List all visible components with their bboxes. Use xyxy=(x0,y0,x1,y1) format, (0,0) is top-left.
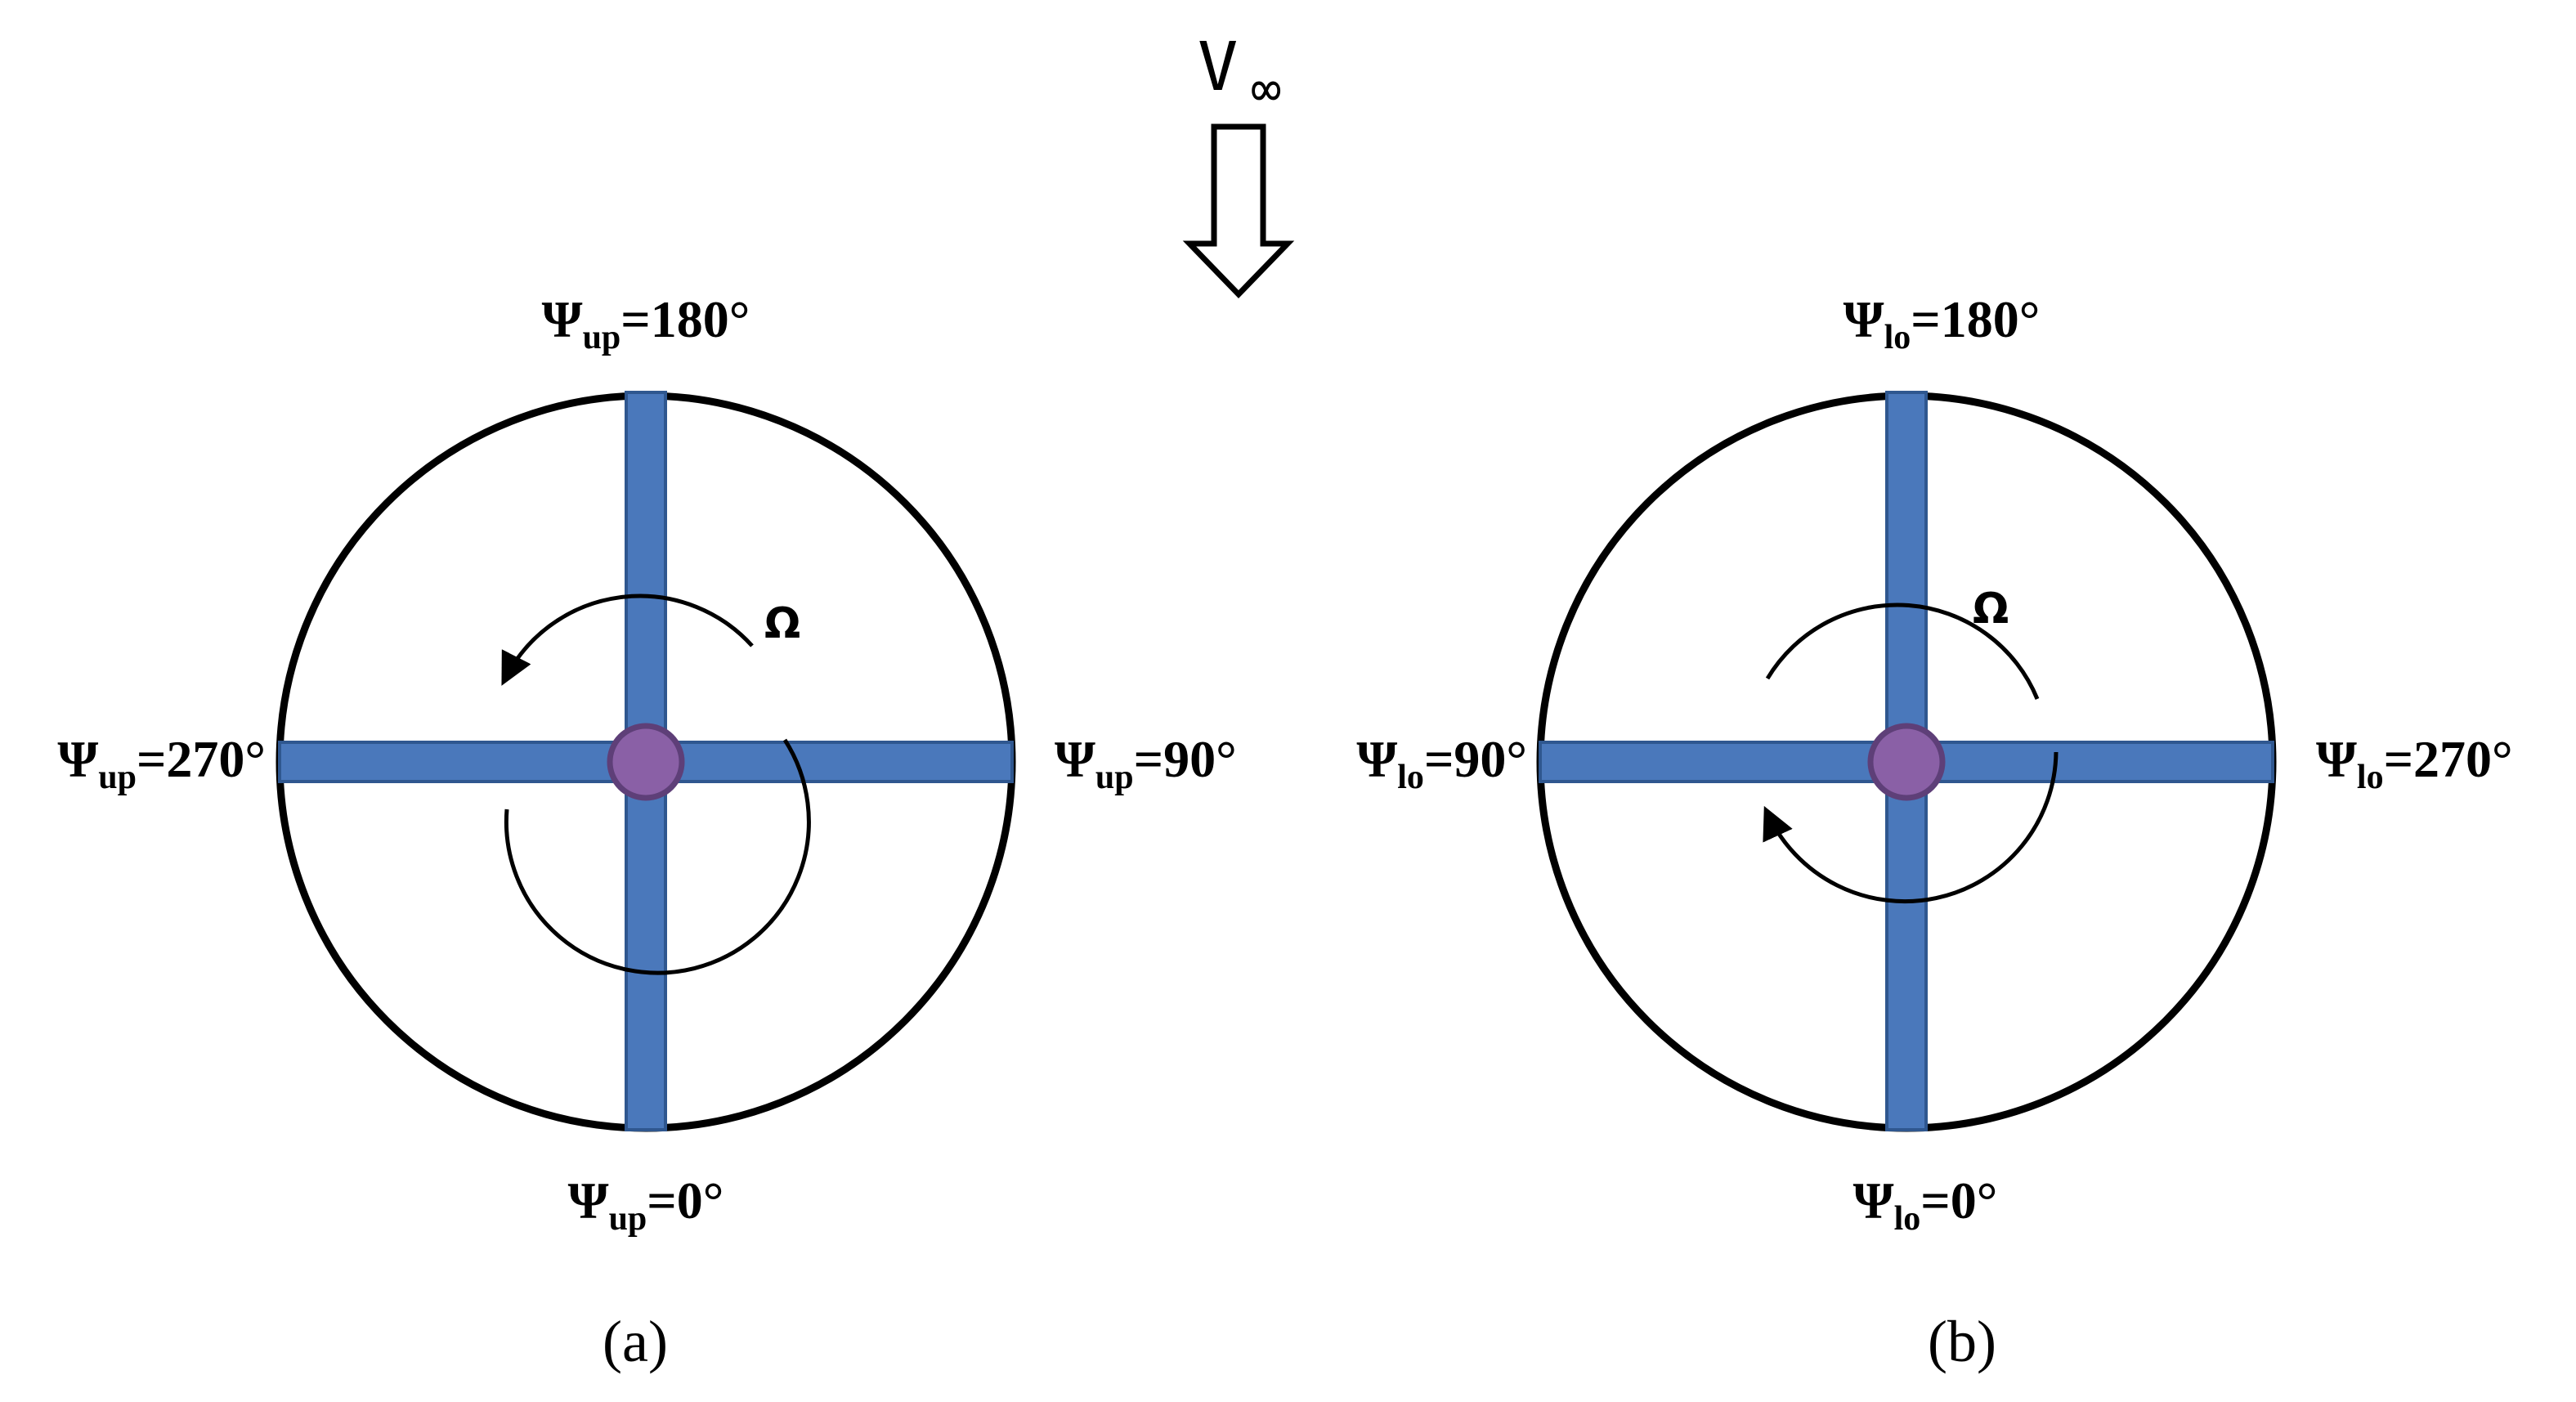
freestream-indicator: V ∞ xyxy=(1182,29,1295,299)
freestream-subscript: ∞ xyxy=(1251,59,1281,119)
rotation-symbol: Ω xyxy=(764,599,800,648)
azimuth-label-right: Ψup=90° xyxy=(1055,730,1237,796)
azimuth-label-left: Ψlo=90° xyxy=(1356,730,1527,796)
blade-top xyxy=(1885,391,1928,764)
blade-top xyxy=(625,391,667,764)
rotor-hub xyxy=(1867,723,1946,801)
freestream-arrow xyxy=(1182,123,1295,299)
rotation-arrow-upper xyxy=(501,593,754,686)
rotor-hub xyxy=(607,723,685,801)
panel-a-caption: (a) xyxy=(603,1309,668,1374)
blade-right xyxy=(644,741,1014,783)
panel-b-caption: (b) xyxy=(1928,1309,1996,1374)
freestream-symbol: V xyxy=(1198,29,1238,106)
blade-left xyxy=(1539,741,1908,783)
azimuth-label-top: Ψlo=180° xyxy=(1844,290,2041,356)
blade-bottom xyxy=(1885,760,1928,1131)
rotation-symbol: Ω xyxy=(1973,585,2009,634)
rotation-arrow-lower xyxy=(504,738,811,975)
blade-bottom xyxy=(625,760,667,1131)
azimuth-label-bottom: Ψlo=0° xyxy=(1853,1171,1998,1238)
azimuth-label-right: Ψlo=270° xyxy=(2316,730,2513,796)
azimuth-label-bottom: Ψup=0° xyxy=(568,1171,724,1238)
azimuth-label-top: Ψup=180° xyxy=(542,290,750,356)
azimuth-label-left: Ψup=270° xyxy=(57,730,266,796)
panel-a: Ω Ψup=180° Ψup=90° Ψup=0° Ψup=270° (a) xyxy=(57,290,1236,1374)
blade-left xyxy=(278,741,647,783)
rotation-arrow-lower xyxy=(1763,751,2059,904)
panel-b: Ω Ψlo=180° Ψlo=270° Ψlo=0° Ψlo=90° (b) xyxy=(1356,290,2512,1374)
rotation-arrow-upper xyxy=(1765,602,2040,700)
blade-right xyxy=(1905,741,2274,783)
